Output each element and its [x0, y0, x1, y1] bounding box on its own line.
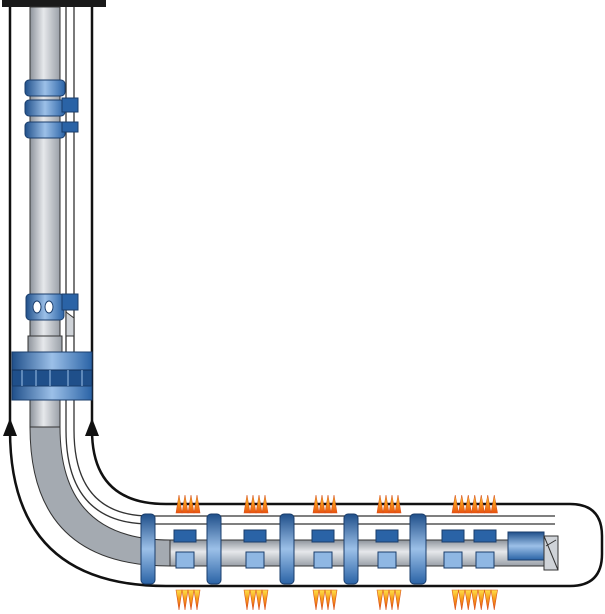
fracture-stage-4: [376, 494, 402, 611]
fracture-flame-top: [394, 494, 402, 514]
lateral-packer-2: [206, 513, 267, 585]
fracture-flame-top: [458, 494, 466, 514]
fracture-flame-bottom: [187, 589, 195, 611]
fracture-flame-bottom: [261, 589, 269, 611]
fracture-flame-top: [388, 494, 396, 514]
lateral-packer-5: [409, 513, 497, 585]
lateral-packer-1: [140, 513, 197, 585]
fracture-flame-bottom: [243, 589, 251, 611]
fracture-flame-top: [330, 494, 338, 514]
fracture-flame-top: [471, 494, 479, 514]
control-line-clamp-1: [61, 97, 79, 133]
fracture-stage-5: [451, 494, 498, 611]
fracture-flame-top: [187, 494, 195, 514]
fracture-flame-top: [261, 494, 269, 514]
wellhead-cap: [2, 0, 106, 7]
production-packer: [11, 335, 93, 401]
fracture-flame-bottom: [324, 589, 332, 611]
fracture-flame-top: [464, 494, 472, 514]
fracture-flame-top: [193, 494, 201, 514]
fracture-stage-2: [243, 494, 269, 611]
fracture-flame-bottom: [464, 589, 472, 611]
fracture-stages: [175, 494, 498, 611]
fracture-flame-bottom: [458, 589, 466, 611]
fracture-flame-bottom: [490, 589, 498, 611]
fracture-flame-bottom: [477, 589, 485, 611]
lateral-packer-3: [279, 513, 335, 585]
fracture-flame-top: [243, 494, 251, 514]
fracture-stage-1: [175, 494, 201, 611]
fracture-flame-bottom: [175, 589, 183, 611]
fracture-flame-bottom: [330, 589, 338, 611]
fracture-flame-bottom: [249, 589, 257, 611]
fracture-flame-top: [382, 494, 390, 514]
fracture-flame-bottom: [451, 589, 459, 611]
fracture-flame-bottom: [181, 589, 189, 611]
upper-nipple-1: [24, 79, 66, 139]
fracture-flame-bottom: [471, 589, 479, 611]
lateral-packer-4: [343, 513, 399, 585]
control-line: [65, 7, 555, 525]
fracture-flame-top: [490, 494, 498, 514]
fracture-flame-top: [255, 494, 263, 514]
fracture-flame-bottom: [484, 589, 492, 611]
fracture-flame-top: [318, 494, 326, 514]
fracture-stage-3: [312, 494, 338, 611]
fracture-flame-bottom: [312, 589, 320, 611]
fracture-flame-top: [477, 494, 485, 514]
fracture-flame-top: [376, 494, 384, 514]
casing-arrow-left: [3, 418, 17, 436]
ported-sub: [25, 293, 79, 337]
fracture-flame-top: [451, 494, 459, 514]
fracture-flame-bottom: [394, 589, 402, 611]
fracture-flame-bottom: [388, 589, 396, 611]
toe-sub: [507, 531, 559, 571]
casing-arrow-right: [85, 418, 99, 436]
fracture-flame-top: [484, 494, 492, 514]
fracture-flame-top: [181, 494, 189, 514]
fracture-flame-top: [175, 494, 183, 514]
fracture-flame-bottom: [193, 589, 201, 611]
fracture-flame-bottom: [255, 589, 263, 611]
fracture-flame-top: [324, 494, 332, 514]
fracture-flame-bottom: [318, 589, 326, 611]
fracture-flame-bottom: [376, 589, 384, 611]
fracture-flame-bottom: [382, 589, 390, 611]
fracture-flame-top: [312, 494, 320, 514]
fracture-flame-top: [249, 494, 257, 514]
casing: [8, 7, 604, 588]
